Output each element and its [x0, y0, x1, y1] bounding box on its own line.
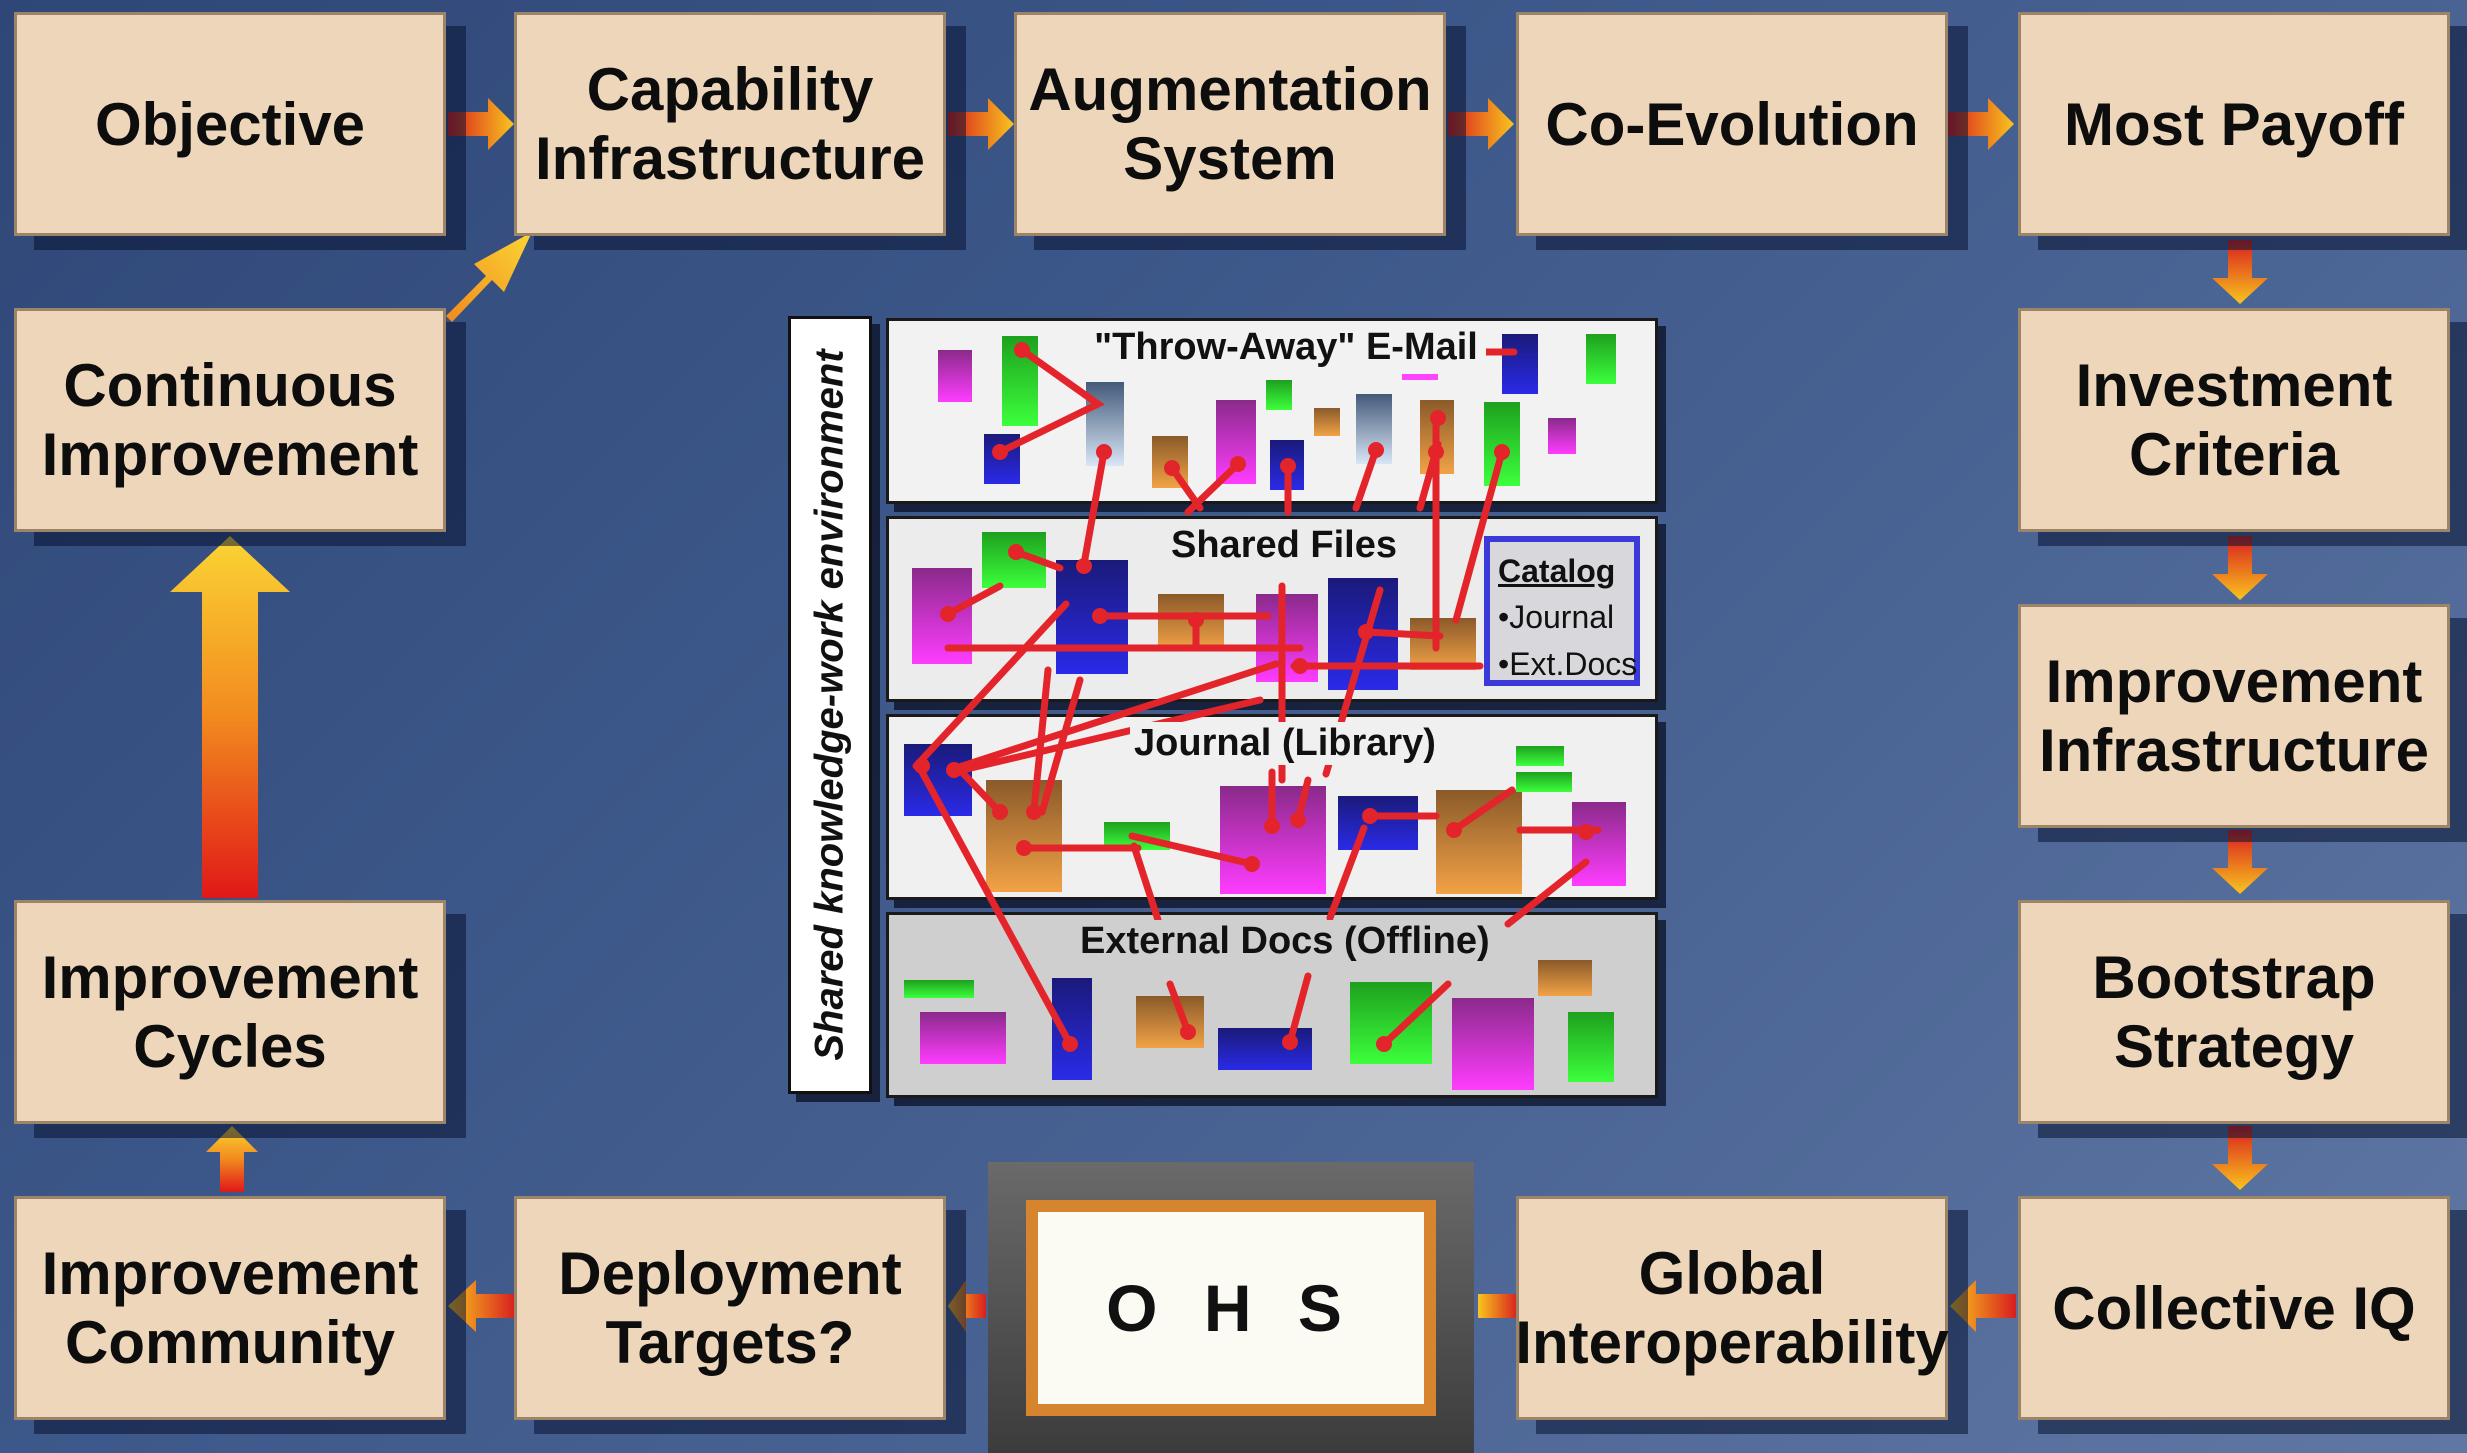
improvement-infrastructure-label: Improvement Infrastructure — [2038, 648, 2430, 784]
doc-icon — [1548, 418, 1576, 454]
catalog-item-extdocs: •Ext.Docs — [1498, 645, 1638, 682]
email-layer-label: "Throw-Away" E-Mail — [1086, 326, 1486, 369]
doc-icon — [1402, 374, 1438, 380]
bootstrap-strategy-box: Bootstrap Strategy — [2018, 900, 2450, 1124]
collective-iq-label: Collective IQ — [2052, 1274, 2416, 1342]
catalog-title: Catalog — [1498, 553, 1616, 589]
environment-label-box: Shared knowledge-work environment — [788, 316, 872, 1094]
arrow-cycles-to-continuous — [170, 536, 290, 898]
arrow-augmentation-to-coevolution — [1448, 98, 1514, 150]
deployment-targets-label: Deployment Targets? — [558, 1240, 902, 1376]
co-evolution-label: Co-Evolution — [1545, 90, 1919, 158]
continuous-improvement-label: Continuous Improvement — [41, 352, 419, 488]
external-docs-label: External Docs (Offline) — [1080, 920, 1490, 963]
arrow-investment-to-infrastructure — [2212, 536, 2268, 600]
arrow-infrastructure-to-bootstrap — [2212, 830, 2268, 894]
collective-iq-box: Collective IQ — [2018, 1196, 2450, 1420]
arrow-objective-to-capability — [448, 98, 514, 150]
doc-icon — [1338, 796, 1418, 850]
most-payoff-box: Most Payoff — [2018, 12, 2450, 236]
deployment-targets-box: Deployment Targets? — [514, 1196, 946, 1420]
doc-icon — [1314, 408, 1340, 436]
arrow-bootstrap-to-collective — [2212, 1126, 2268, 1190]
doc-icon — [1452, 998, 1534, 1090]
improvement-community-box: Improvement Community — [14, 1196, 446, 1420]
doc-icon — [1436, 790, 1522, 894]
objective-label: Objective — [94, 90, 366, 158]
doc-icon — [1266, 380, 1292, 410]
doc-icon — [938, 350, 972, 402]
capability-infrastructure-box: Capability Infrastructure — [514, 12, 946, 236]
improvement-infrastructure-box: Improvement Infrastructure — [2018, 604, 2450, 828]
catalog-item-journal: •Journal — [1498, 599, 1615, 636]
arrow-ohs-to-deployment — [948, 1280, 986, 1332]
objective-box: Objective — [14, 12, 446, 236]
global-interoperability-label: Global Interoperability — [1515, 1240, 1949, 1376]
doc-icon — [1502, 334, 1538, 394]
journal-label: Journal (Library) — [1130, 722, 1440, 765]
ohs-label: O H S — [1106, 1271, 1356, 1345]
arrow-deployment-to-community — [448, 1280, 516, 1332]
capability-infrastructure-label: Capability Infrastructure — [534, 56, 926, 192]
bootstrap-strategy-label: Bootstrap Strategy — [2092, 944, 2376, 1080]
doc-icon — [1136, 996, 1204, 1048]
most-payoff-label: Most Payoff — [2063, 90, 2405, 158]
investment-criteria-box: Investment Criteria — [2018, 308, 2450, 532]
doc-icon — [1516, 746, 1564, 766]
arrow-payoff-to-investment — [2212, 240, 2268, 304]
investment-criteria-label: Investment Criteria — [2075, 352, 2393, 488]
doc-icon — [1586, 334, 1616, 384]
arrow-capability-to-augmentation — [948, 98, 1014, 150]
improvement-community-label: Improvement Community — [41, 1240, 419, 1376]
doc-icon — [1516, 772, 1572, 792]
arrow-continuous-to-capability — [446, 232, 532, 322]
improvement-cycles-label: Improvement Cycles — [41, 944, 419, 1080]
arrow-collective-to-global — [1950, 1280, 2016, 1332]
doc-icon — [1218, 1028, 1312, 1070]
augmentation-system-label: Augmentation System — [1028, 56, 1432, 192]
ohs-box: O H S — [1026, 1200, 1436, 1416]
doc-icon — [1538, 960, 1592, 996]
link-lines — [912, 346, 1602, 1048]
co-evolution-box: Co-Evolution — [1516, 12, 1948, 236]
improvement-cycles-box: Improvement Cycles — [14, 900, 446, 1124]
arrow-community-to-cycles — [206, 1126, 258, 1192]
arrow-coevolution-to-payoff — [1948, 98, 2014, 150]
doc-icon — [920, 1012, 1006, 1064]
doc-icon — [1410, 618, 1476, 670]
catalog-box: Catalog •Journal •Ext.Docs — [1484, 536, 1640, 686]
doc-icon — [986, 780, 1062, 892]
doc-icon — [1572, 802, 1626, 886]
augmentation-system-box: Augmentation System — [1014, 12, 1446, 236]
doc-icon — [904, 980, 974, 998]
shared-files-label: Shared Files — [1166, 524, 1402, 567]
global-interoperability-box: Global Interoperability — [1515, 1196, 1949, 1420]
doc-icon — [1568, 1012, 1614, 1082]
doc-icon — [1350, 982, 1432, 1064]
link-dots — [914, 342, 1594, 1052]
continuous-improvement-box: Continuous Improvement — [14, 308, 446, 532]
arrow-global-to-ohs — [1478, 1294, 1518, 1318]
